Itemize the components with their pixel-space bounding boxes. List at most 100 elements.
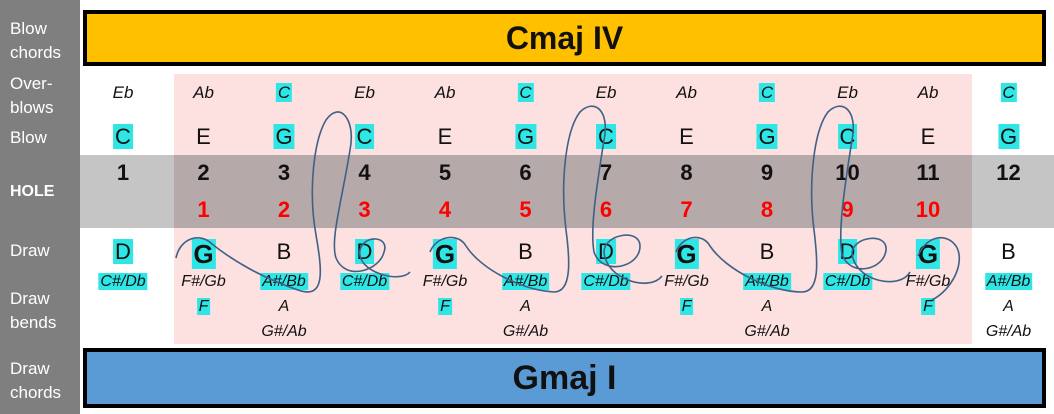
draw-bend-half: F#/Gb [181,273,225,291]
overblow-note-text: C [758,83,776,102]
draw-bend-whole-text: F [921,298,935,315]
draw-bend-half: A#/Bb [984,273,1033,291]
hole-number: 7 [600,160,612,186]
hole-number-text: 8 [680,160,693,185]
hole-number-alt-text: 1 [197,197,210,222]
draw-bend-whole-text: F [438,298,452,315]
hole-number: 2 [197,160,209,186]
hole-number-alt-text: 9 [841,197,854,222]
overblow-note-text: Eb [354,83,375,102]
draw-bend-half-text: F#/Gb [905,273,951,290]
blow-note: C [596,124,616,150]
hole-number-text: 7 [599,160,613,185]
blow-note: E [196,124,211,150]
overblow-note: Ab [435,83,456,103]
draw-note: G [674,239,699,270]
hole-number-text: 9 [760,160,774,185]
draw-note-text: G [432,239,458,269]
draw-bend-whole-text: F [679,298,694,315]
hole-number: 3 [278,160,290,186]
draw-bend-whole: F [438,298,452,316]
blow-note-text: G [273,124,295,149]
hole-number: 11 [916,160,939,186]
overblow-note-text: Ab [676,83,697,102]
hole-number-alt-text: 10 [915,197,941,222]
draw-bend-whole: A [279,298,290,316]
draw-bend-half-text: F#/Gb [664,273,709,290]
hole-number-text: 6 [519,160,532,185]
hole-number: 6 [519,160,531,186]
draw-bend-half: C#/Db [339,273,390,291]
draw-bend-whole: A [520,298,531,316]
blow-chord-banner: Cmaj IV [83,10,1046,66]
draw-note-text: D [113,239,133,264]
draw-bend-half-text: C#/Db [822,273,873,290]
hole-number-alt-text: 8 [760,197,774,222]
draw-bend-whole: A [1003,298,1014,316]
row-label-column: Blow chords Over- blows Blow HOLE Draw D… [0,0,80,414]
draw-bend-half-text: C#/Db [98,273,148,290]
draw-note: B [760,239,775,265]
hole-number: 1 [117,160,129,186]
draw-bend-half-text: F#/Gb [422,273,468,290]
draw-note-text: D [596,239,616,264]
blow-note-text: C [113,124,133,149]
draw-note: G [432,239,458,270]
hole-number: 12 [996,160,1020,186]
draw-chord-banner: Gmaj I [83,348,1046,408]
blow-note-text: C [596,124,616,149]
blow-note: G [273,124,295,150]
draw-bend-half-text: A#/Bb [984,273,1033,290]
label-hole: HOLE [10,183,55,200]
blow-note: C [113,124,133,150]
draw-note: D [596,239,616,265]
overblow-note: Eb [354,83,375,103]
hole-number-alt: 4 [439,197,451,223]
draw-bend-whole: F [679,298,694,316]
draw-bend-whole-text: F [196,298,211,315]
blow-note-text: E [679,124,694,149]
overblow-note-text: Eb [112,83,134,102]
draw-bend-whole: A [762,298,773,316]
blow-note-text: E [920,124,936,149]
hole-number-alt: 1 [197,197,209,223]
label-overblows-1: Over- [10,74,53,93]
draw-bend-whole: F [921,298,935,316]
draw-bend-half: C#/Db [581,273,631,291]
curve-11-tail [917,236,961,301]
hole-number-alt-text: 7 [680,197,693,222]
draw-bend-half-text: F#/Gb [181,273,226,290]
overblow-note: C [1000,83,1017,103]
curve-8-10 [675,105,911,293]
draw-note: D [113,239,133,265]
blow-note: G [997,124,1020,150]
draw-bend-step-half-text: G#/Ab [744,323,790,340]
hole-number-alt: 9 [841,197,853,223]
hole-number-alt-text: 4 [438,197,452,222]
draw-note: B [518,239,533,265]
blow-note: C [354,124,375,150]
hole-number-alt: 3 [358,197,370,223]
overblow-note: Ab [193,83,214,103]
hole-number: 9 [761,160,773,186]
hole-number-alt: 10 [916,197,940,223]
overblow-note: Eb [113,83,134,103]
curve-5-7 [429,105,663,293]
draw-bend-step-half-text: G#/Ab [985,323,1032,340]
hole-number-text: 3 [277,160,291,185]
draw-note-text: B [759,239,775,264]
overblow-note: C [517,83,534,103]
draw-note-text: B [1001,239,1016,264]
hole-number-alt: 8 [761,197,773,223]
hole-number-alt-text: 3 [358,197,371,222]
draw-bend-half: F#/Gb [906,273,950,291]
overblow-note-text: C [1000,83,1017,102]
draw-note: B [1001,239,1016,265]
blow-note: G [514,124,537,150]
overblow-note-text: Eb [837,83,858,102]
hole-number: 5 [439,160,451,186]
label-blow-chords-2: chords [10,43,62,62]
overblow-note-text: C [275,83,293,102]
